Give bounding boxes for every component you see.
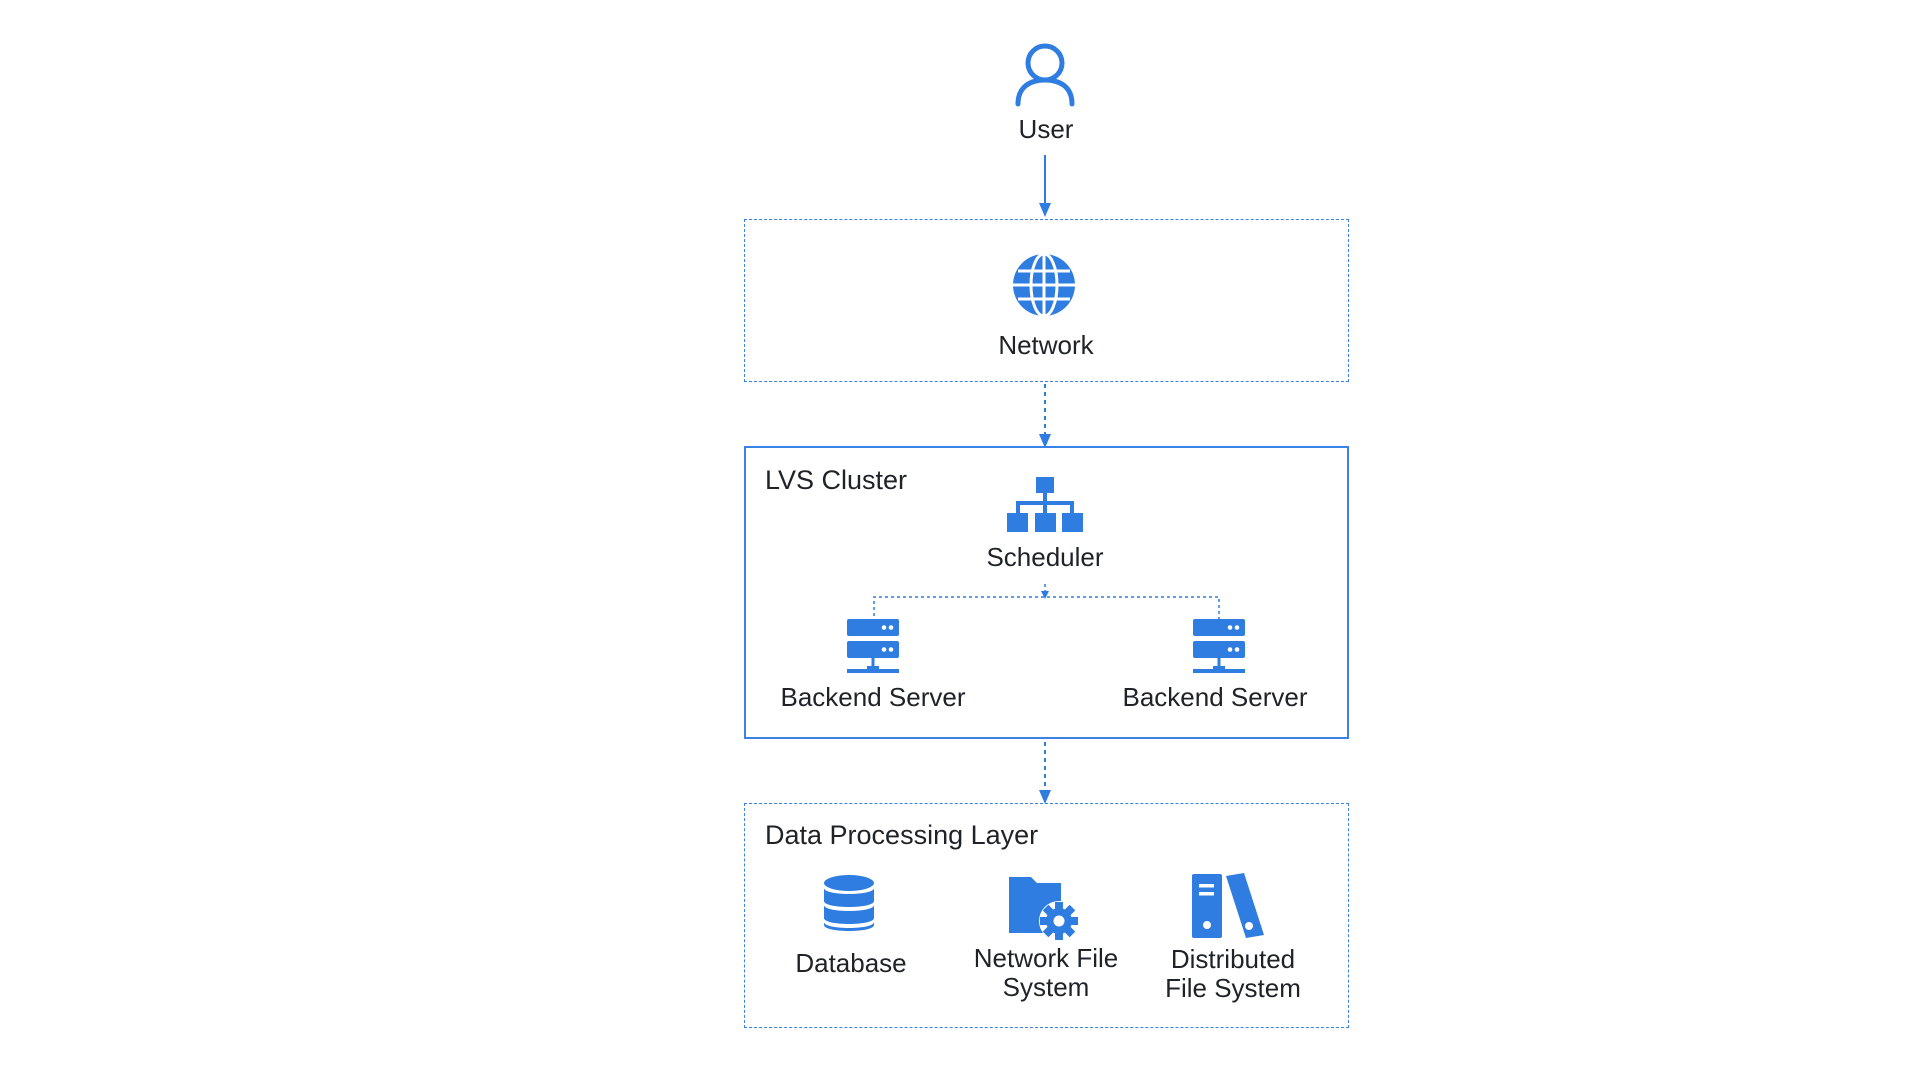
server-icon [847, 619, 899, 673]
hierarchy-icon [1007, 477, 1083, 532]
globe-icon [1013, 252, 1075, 318]
network-file-system-label: Network File System [973, 943, 1119, 1002]
folder-gear-icon [1009, 877, 1079, 941]
server-icon [1193, 619, 1245, 673]
lvs-cluster-title: LVS Cluster [765, 465, 908, 495]
binders-icon [1192, 873, 1264, 938]
data-processing-layer-box [744, 803, 1349, 1028]
database-label: Database [795, 948, 907, 978]
database-icon [824, 875, 874, 931]
backend-server-label-2: Backend Server [1122, 682, 1308, 712]
network-label: Network [998, 330, 1094, 360]
user-label: User [1018, 114, 1074, 144]
scheduler-label: Scheduler [986, 542, 1104, 572]
data-processing-layer-title: Data Processing Layer [765, 820, 1039, 850]
backend-server-label-1: Backend Server [780, 682, 966, 712]
lvs-cluster-box [744, 446, 1349, 739]
scheduler-branch [873, 596, 1220, 622]
network-layer-box [744, 219, 1349, 382]
user-icon [1015, 43, 1075, 107]
distributed-file-system-label: Distributed File System [1165, 944, 1301, 1003]
